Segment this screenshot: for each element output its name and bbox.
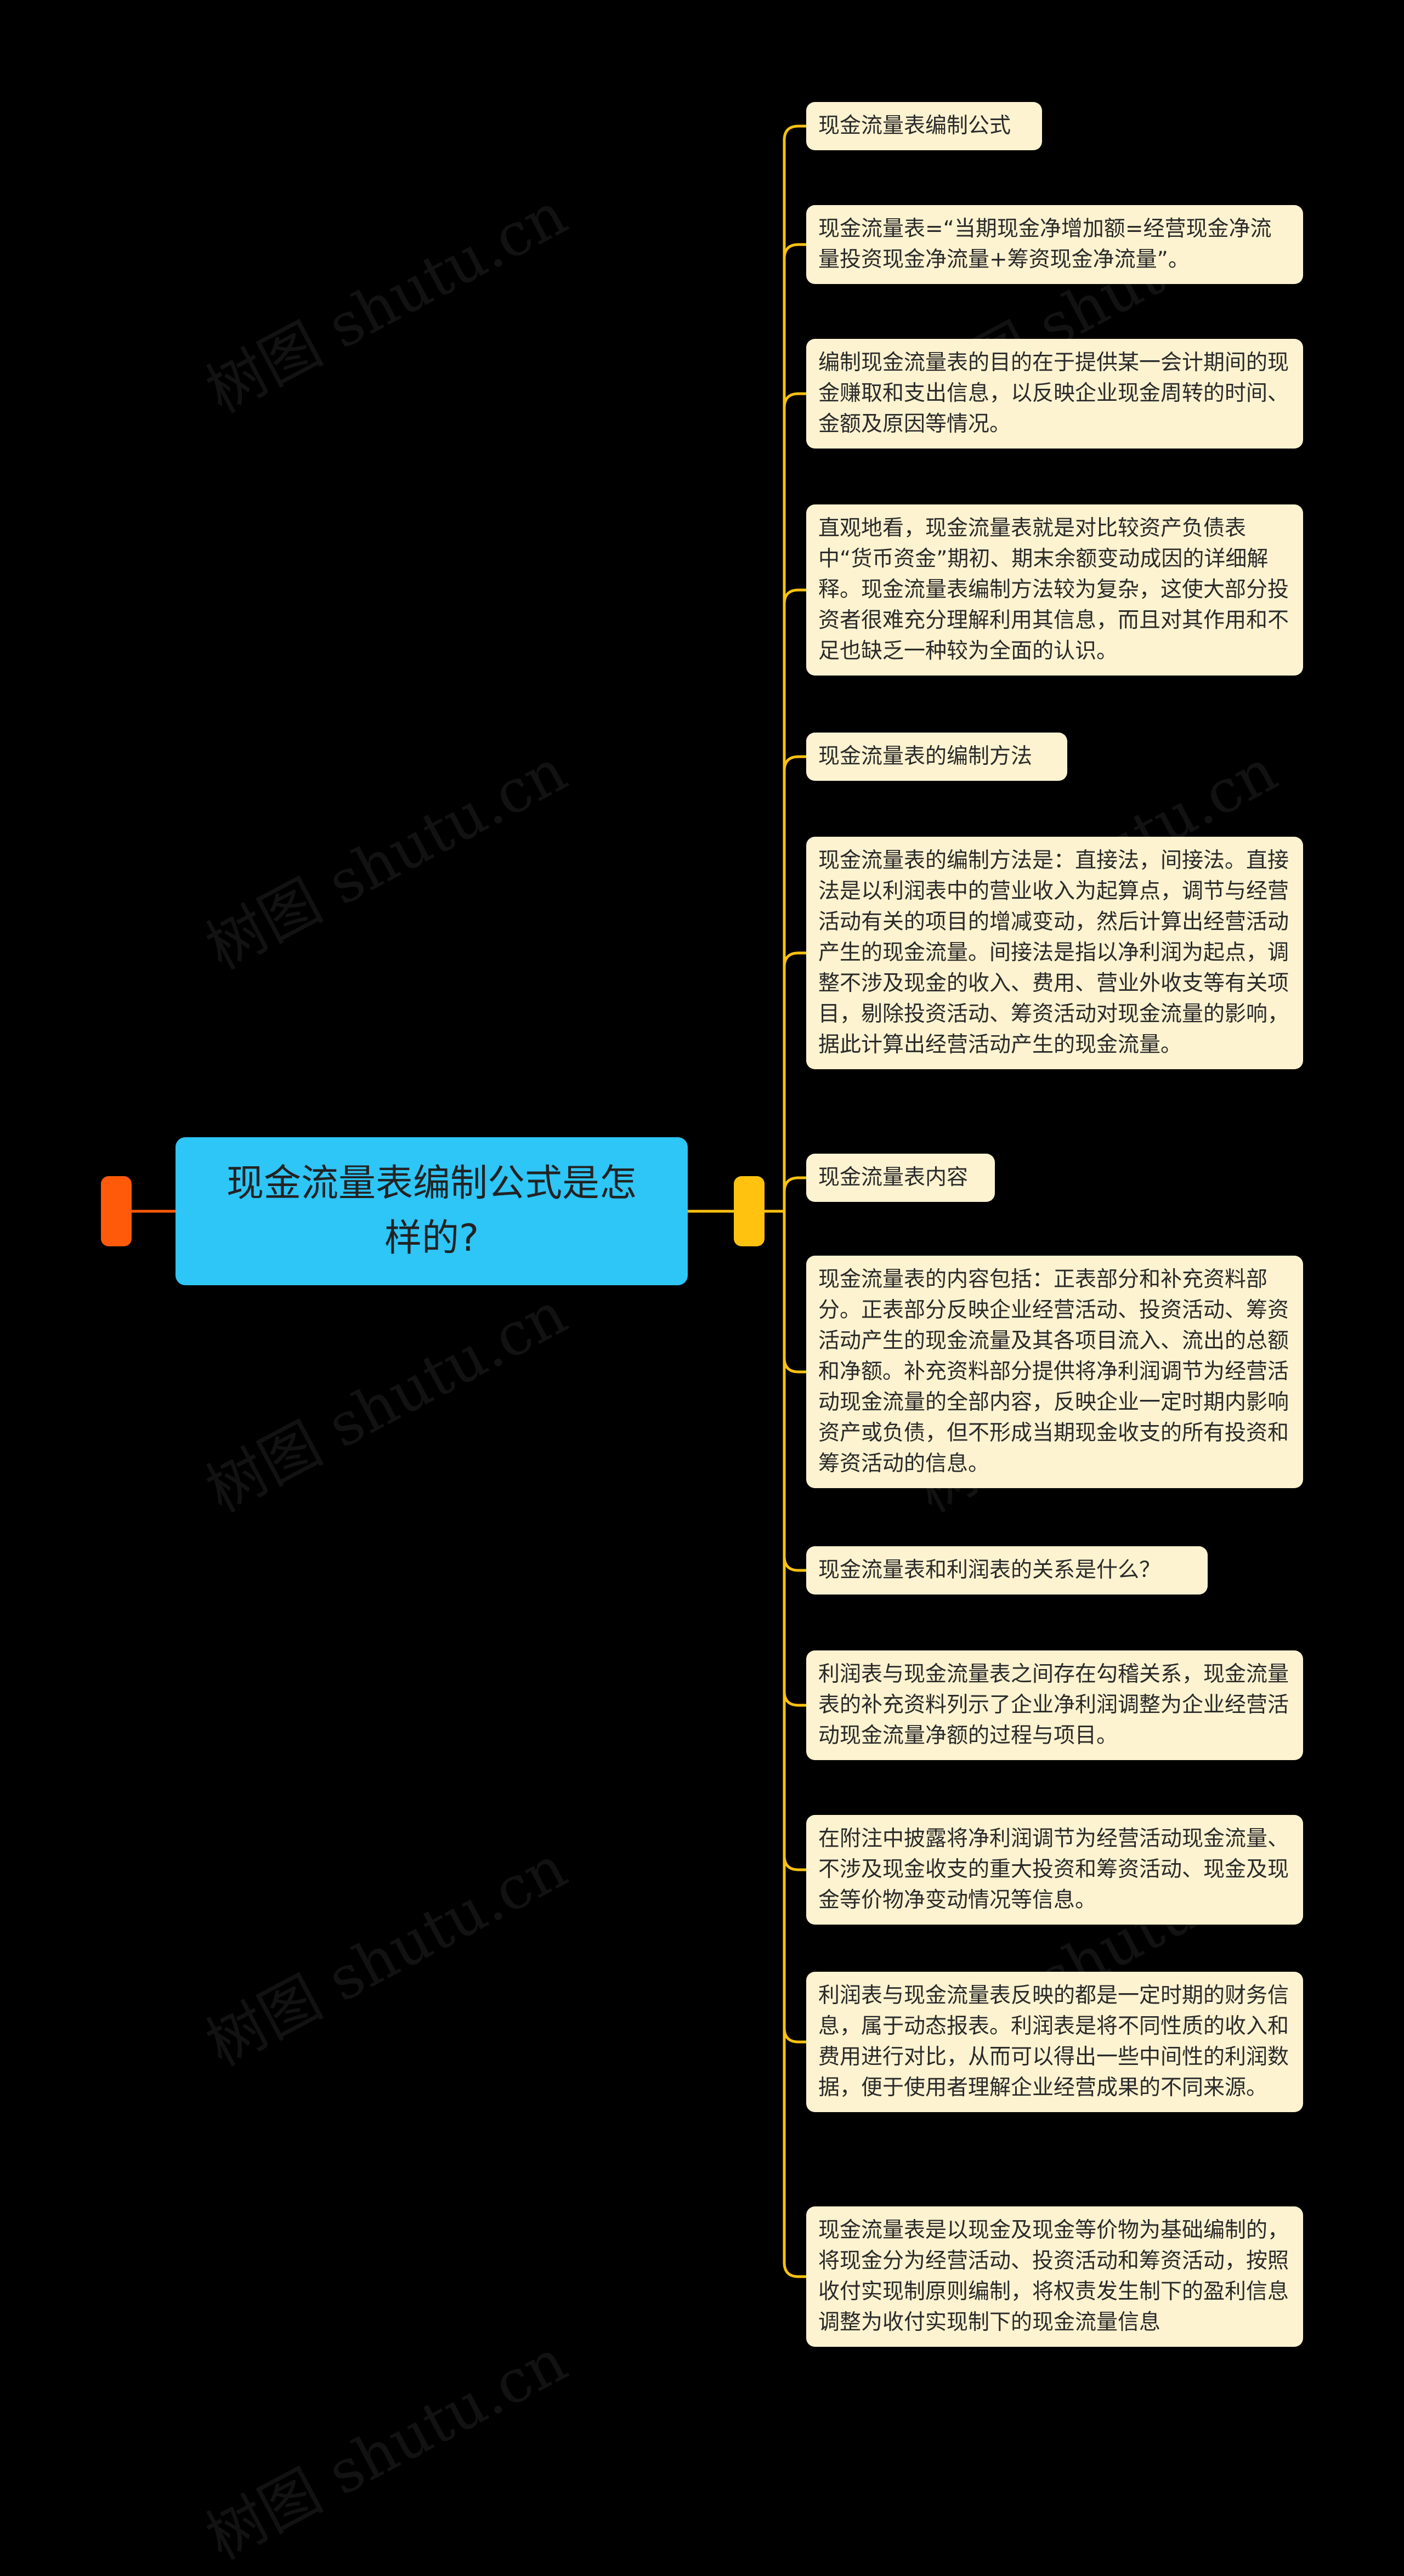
topic-node-text: 在附注中披露将净利润调节为经营活动现金流量、不涉及现金收支的重大投资和筹资活动、…: [818, 1826, 1289, 1913]
branch-connector: [783, 1357, 806, 1374]
topic-node-text: 现金流量表内容: [818, 1165, 969, 1190]
topic-node[interactable]: 利润表与现金流量表反映的都是一定时期的财务信息，属于动态报表。利润表是将不同性质…: [806, 1972, 1303, 2112]
topic-node-text: 现金流量表的内容包括：正表部分和补充资料部分。正表部分反映企业经营活动、投资活动…: [818, 1267, 1289, 1476]
topic-node[interactable]: 现金流量表的编制方法: [806, 733, 1067, 781]
topic-node-text: 利润表与现金流量表之间存在勾稽关系，现金流量表的补充资料列示了企业净利润调整为企…: [818, 1662, 1289, 1748]
topic-node[interactable]: 现金流量表的编制方法是：直接法，间接法。直接法是以利润表中的营业收入为起算点，调…: [806, 837, 1303, 1069]
topic-node-text: 直观地看，现金流量表就是对比较资产负债表中“货币资金”期初、期末余额变动成因的详…: [818, 516, 1289, 663]
branch-connector: [783, 755, 806, 771]
branch-connector: [783, 1690, 806, 1707]
topic-node-text: 利润表与现金流量表反映的都是一定时期的财务信息，属于动态报表。利润表是将不同性质…: [818, 1983, 1289, 2100]
topic-node[interactable]: 现金流量表=“当期现金净增加额=经营现金净流量投资现金净流量+筹资现金净流量”。: [806, 205, 1303, 284]
topic-node-text: 现金流量表的编制方法: [818, 744, 1033, 769]
branch-connector: [783, 951, 806, 968]
topic-node[interactable]: 直观地看，现金流量表就是对比较资产负债表中“货币资金”期初、期末余额变动成因的详…: [806, 504, 1303, 676]
topic-node[interactable]: 在附注中披露将净利润调节为经营活动现金流量、不涉及现金收支的重大投资和筹资活动、…: [806, 1815, 1303, 1925]
branch-connector: [783, 124, 806, 141]
branch-connector: [783, 1176, 806, 1193]
topic-node[interactable]: 现金流量表内容: [806, 1154, 995, 1202]
topic-node-text: 编制现金流量表的目的在于提供某一会计期间的现金赚取和支出信息，以反映企业现金周转…: [818, 350, 1289, 436]
branch-connector: [783, 392, 806, 408]
topic-node[interactable]: 利润表与现金流量表之间存在勾稽关系，现金流量表的补充资料列示了企业净利润调整为企…: [806, 1650, 1303, 1760]
topic-node-text: 现金流量表和利润表的关系是什么？: [818, 1558, 1161, 1582]
branch-connector: [783, 2027, 806, 2044]
topic-node[interactable]: 现金流量表和利润表的关系是什么？: [806, 1546, 1208, 1595]
collapse-handle-left[interactable]: [101, 1176, 132, 1246]
branch-connector: [783, 588, 806, 605]
root-topic[interactable]: 现金流量表编制公式是怎样的?: [176, 1137, 688, 1285]
mind-map-canvas: 树图 shutu.cn 树图 shutu.cn 树图 shutu.cn 树图 s…: [101, 102, 1303, 2573]
collapse-handle-right[interactable]: [734, 1176, 765, 1246]
branch-connector: [783, 243, 806, 259]
topic-node[interactable]: 现金流量表编制公式: [806, 102, 1042, 150]
branch-connector: [783, 1556, 806, 1572]
topic-node-text: 现金流量表的编制方法是：直接法，间接法。直接法是以利润表中的营业收入为起算点，调…: [818, 848, 1289, 1057]
topic-node-text: 现金流量表=“当期现金净增加额=经营现金净流量投资现金净流量+筹资现金净流量”。: [818, 217, 1272, 272]
topic-node-text: 现金流量表是以现金及现金等价物为基础编制的，将现金分为经营活动、投资活动和筹资活…: [818, 2218, 1289, 2335]
topic-node[interactable]: 现金流量表是以现金及现金等价物为基础编制的，将现金分为经营活动、投资活动和筹资活…: [806, 2206, 1303, 2347]
branch-connector: [783, 2262, 806, 2278]
topic-node[interactable]: 现金流量表的内容包括：正表部分和补充资料部分。正表部分反映企业经营活动、投资活动…: [806, 1256, 1303, 1488]
topic-node[interactable]: 编制现金流量表的目的在于提供某一会计期间的现金赚取和支出信息，以反映企业现金周转…: [806, 339, 1303, 449]
connector-lines: [116, 124, 806, 2278]
root-topic-label: 现金流量表编制公式是怎样的?: [226, 1162, 637, 1260]
branch-connector: [783, 1855, 806, 1871]
topic-node-text: 现金流量表编制公式: [818, 114, 1011, 138]
